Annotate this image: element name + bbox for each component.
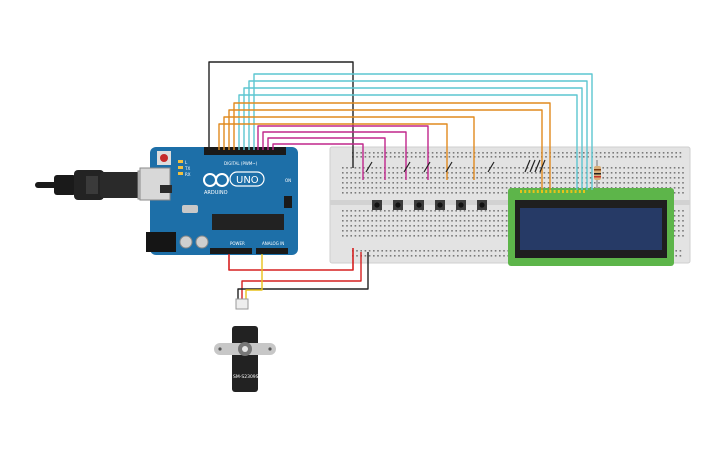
wire <box>223 116 475 180</box>
servo-model: SM-S2309S <box>233 374 259 380</box>
wire <box>445 161 453 173</box>
wire <box>403 161 411 173</box>
arduino-brand: ARDUINO <box>204 190 228 196</box>
power-header[interactable] <box>210 248 252 254</box>
tx-label: TX <box>184 166 190 171</box>
wire <box>243 87 583 190</box>
servo-motor: SM-S2309S <box>214 298 276 392</box>
arduino-logo-icon <box>203 173 229 187</box>
analog-header-label: ANALOG IN <box>262 241 284 246</box>
lcd-screen <box>520 208 662 250</box>
wire <box>423 161 431 173</box>
l-label: L <box>185 160 188 165</box>
wire <box>245 254 263 301</box>
wire <box>267 137 386 180</box>
push-buttons <box>372 200 487 210</box>
atmega-chip <box>212 214 284 230</box>
wire <box>257 125 429 180</box>
lcd-pins <box>520 190 585 193</box>
wire <box>272 143 364 180</box>
wire <box>262 131 407 180</box>
push-button[interactable] <box>414 200 424 210</box>
wire <box>228 109 543 190</box>
arduino-uno-board: ARDUINO UNO DIGITAL (PWM~) TX RX L ON PO… <box>139 147 298 255</box>
wire <box>365 161 373 173</box>
wire <box>237 252 369 301</box>
arduino-model: UNO <box>236 175 259 186</box>
wire <box>529 159 536 173</box>
wire <box>208 61 354 168</box>
push-button[interactable] <box>477 200 487 210</box>
wire <box>534 159 541 173</box>
on-label: ON <box>285 178 291 183</box>
digital-header-label: DIGITAL (PWM~) <box>224 161 258 166</box>
wire <box>238 94 578 190</box>
push-button[interactable] <box>435 200 445 210</box>
wire <box>218 123 448 180</box>
wire <box>524 159 531 173</box>
wire <box>228 248 354 271</box>
push-button[interactable] <box>372 200 382 210</box>
wire <box>253 73 593 190</box>
wire <box>539 159 546 173</box>
resistor <box>594 160 601 190</box>
analog-header[interactable] <box>256 248 288 254</box>
wire <box>241 252 362 301</box>
push-button[interactable] <box>456 200 466 210</box>
power-header-label: POWER <box>230 241 245 246</box>
rx-label: RX <box>185 172 191 177</box>
lcd-16x2 <box>508 188 674 266</box>
wire <box>487 161 495 173</box>
wire <box>248 80 588 190</box>
wires <box>208 61 593 301</box>
push-button[interactable] <box>393 200 403 210</box>
digital-header[interactable] <box>204 147 286 155</box>
wire <box>233 102 551 190</box>
